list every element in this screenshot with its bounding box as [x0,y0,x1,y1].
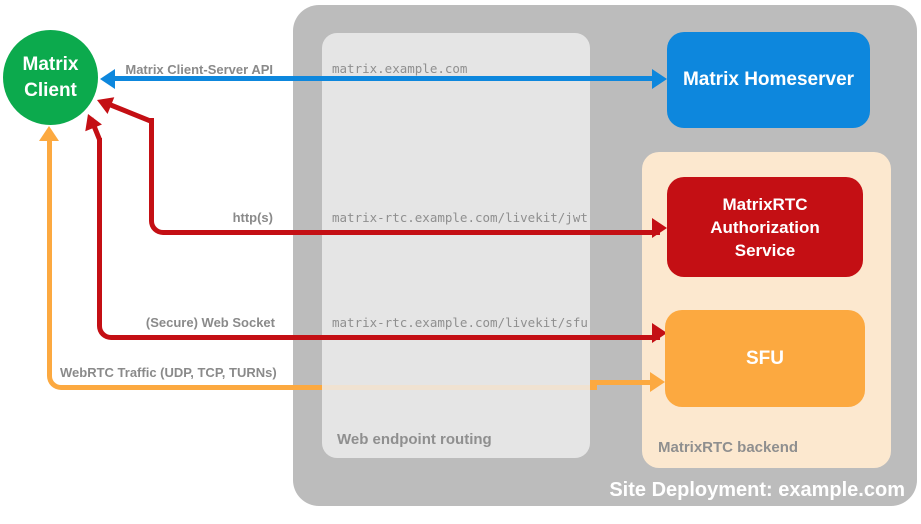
arrowhead-blue-to-client-icon [100,69,115,89]
websocket-label: (Secure) Web Socket [145,315,275,330]
matrix-client-label: Matrix Client [22,53,79,101]
https-label: http(s) [232,210,273,225]
arrowhead-websocket-to-client-icon [79,110,102,132]
webrtc-traffic-label: WebRTC Traffic (UDP, TCP, TURNs) [60,365,277,380]
client-server-api-label: Matrix Client-Server API [125,62,273,77]
matrix-client-node: Matrix Client [3,30,98,125]
webrtc-traffic-line-bright [590,380,652,385]
matrixrtc-backend-label: MatrixRTC backend [658,439,799,456]
matrix-homeserver-node: Matrix Homeserver [667,32,870,128]
endpoint-livekit-sfu-path: matrix-rtc.example.com/livekit/sfu [332,315,588,330]
client-server-api-line [112,76,655,81]
web-endpoint-routing-label: Web endpoint routing [337,431,492,448]
web-endpoint-routing-container: Web endpoint routing [322,33,590,458]
arrowhead-webrtc-to-client-icon [39,126,59,141]
matrix-homeserver-label: Matrix Homeserver [682,69,855,90]
endpoint-livekit-jwt-path: matrix-rtc.example.com/livekit/jwt [332,210,588,225]
arrowhead-webrtc-to-sfu-icon [650,372,665,392]
matrixrtc-authorization-service-node: MatrixRTC Authorization Service [667,177,863,277]
arrowhead-red-to-auth-icon [652,218,667,238]
sfu-label: SFU [746,347,784,369]
endpoint-homeserver-domain: matrix.example.com [332,61,468,76]
site-deployment-title: Site Deployment: example.com [609,479,905,501]
matrixrtc-authorization-service-label: MatrixRTC Authorization Service [710,194,820,260]
arrowhead-websocket-to-sfu-icon [652,323,667,343]
sfu-node: SFU [665,310,865,407]
https-auth-line [149,118,660,235]
websocket-line [97,138,660,340]
arrowhead-blue-to-homeserver-icon [652,69,667,89]
